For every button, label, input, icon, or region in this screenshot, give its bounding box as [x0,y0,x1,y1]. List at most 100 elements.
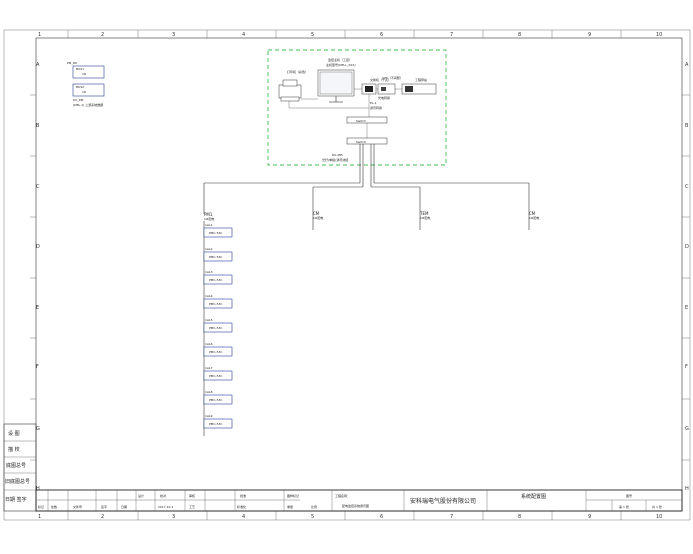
row-label: B [36,123,40,129]
side-cell: 设 图 [8,430,20,437]
branch-name: CM [313,211,320,216]
tb-drawing-name: 系统配置图 [521,493,546,500]
row-label: F [685,364,688,370]
row-label: H [36,486,40,492]
meter-item: 1AL3 PMC-53C [203,270,233,285]
row-label: C [685,184,689,190]
side-cell: 旧底图总号 [5,478,30,485]
outer-frame [3,29,691,521]
row-label: A [36,62,40,68]
row-labels-left: A B C D E F G H [36,62,40,492]
tb-cell: 工艺 [189,504,195,509]
col-label: 2 [101,514,104,520]
branch-name: PM1 [204,212,213,217]
meter-model: PMC-53C [209,302,223,306]
meter-item: 1AL8 PMC-53C [203,390,233,405]
aux-label: 1D [82,72,87,76]
printer: 打印机（彩色） [278,69,308,102]
side-panel: 设 图 描 校 底图总号 旧底图总号 日期 签字 [3,423,37,512]
col-label: 3 [172,514,175,520]
printer-label: 打印机（彩色） [287,69,308,74]
tb-cell: 设计 [138,493,144,498]
switch2-label: Switch [356,119,366,123]
meter-model: PMC-53C [209,350,223,354]
tb-cell: 标准化 [237,504,246,509]
col-label: 10 [656,32,662,38]
col-label: 8 [518,32,521,38]
branch-sub: 1#配电 [529,215,539,220]
bus-label: RS-485 [332,153,343,157]
row-label: E [685,305,688,311]
meter-model: PMC-53C [209,398,223,402]
tb-drawing-no: 图号 [626,493,632,498]
tb-cell: 比例 [311,504,317,509]
scada-system: 打印机（彩色） 监控主机（工控） 主机型号(DELL_XXX) 交换机（千兆） … [278,57,437,162]
monitor-sub: 主机型号(DELL_XXX) [326,62,356,67]
col-label: 8 [518,514,521,520]
column-ticks-bottom [67,511,622,520]
tb-cell: 签字 [101,504,107,509]
meter-item: 1AL7 PMC-53C [203,366,233,381]
branch-sub: 1#配电 [204,216,214,221]
meter-item: 1AL5 PMC-53C [203,318,233,333]
meter-model: PMC-53C [209,278,223,282]
monitor-label: 监控主机（工控） [328,57,352,62]
col-label: 5 [311,514,314,520]
row-labels-right: A B C D E F G H [685,62,689,492]
meter-tag: 1AL5 [205,318,213,322]
meter-item: 1AL2 PMC-53C [203,247,233,262]
tb-cell: 审核 [189,493,195,498]
row-label: C [36,184,40,190]
side-cell: 描 校 [8,446,20,453]
switch-2 [346,116,388,124]
title-block: 标记 处数 文件号 签字 日期 设计 校对 审核 工艺 标准化 批准 图样标记 … [35,489,683,512]
server-label: 工程师站 [415,77,427,82]
tb-date: 2017.10.1 [158,505,173,509]
server-device: 工程师站 [401,77,437,95]
switch1-sub: 光电转换 [378,95,390,100]
meter-tag: 1AL2 [205,247,213,251]
aux-label: BUS2 [76,85,84,89]
tb-project-value: 配电监控系统通讯图 [342,503,369,508]
col-label: 1 [38,514,41,520]
tb-cell: 校对 [160,493,166,498]
row-label: G [685,426,689,432]
meter-tag: 1AL7 [205,366,213,370]
row-label: H [685,486,689,492]
tb-cell: 批准 [240,493,246,498]
row-label: D [685,244,689,250]
tb-cell: 标记 [38,504,44,509]
meter-model: PMC-53C [209,231,223,235]
aux-box-1 [72,65,105,79]
column-labels-bottom: 1 2 3 4 5 6 7 8 9 10 [38,514,662,520]
row-ticks [30,94,690,461]
aux-label: PM_DK [67,61,78,65]
meter-item: 1AL4 PMC-53C [203,294,233,309]
meter-tag: 1AL8 [205,390,213,394]
branch-name: TEM [419,211,429,216]
col-label: 7 [450,32,453,38]
col-label: 2 [101,32,104,38]
meter-tag: 1AL1 [205,223,213,227]
row-label: B [685,123,689,129]
meter-item: 1AL1 PMC-53C [203,223,233,238]
row-label: E [36,305,39,311]
branch-labels: PM1 1#配电 CM 1#配电 TEM 1#配电 CM 1#配电 [204,211,539,221]
col-label: 6 [380,514,383,520]
col-label: 10 [656,514,662,520]
trunk-lines [203,144,530,230]
col-label: 9 [588,514,591,520]
branch-sub: 1#配电 [420,215,430,220]
switch1-label: 交换机（千兆） [370,77,391,82]
column-labels-top: 1 2 3 4 5 6 7 8 9 10 [38,32,662,38]
meter-item: 1AL6 PMC-53C [203,342,233,357]
scada-enclosure [267,49,447,166]
mid-label: EL-1 [370,101,377,105]
tb-sheet: 共 1 张 [652,504,662,509]
row-label: D [36,244,40,250]
meter-tag: 1AL6 [205,342,213,346]
aux-label: BUS1 [76,67,84,71]
col-label: 6 [380,32,383,38]
side-cell: 日期 签字 [5,496,27,503]
aux-label: (DBL-1) 上游系统数据 [73,102,103,107]
